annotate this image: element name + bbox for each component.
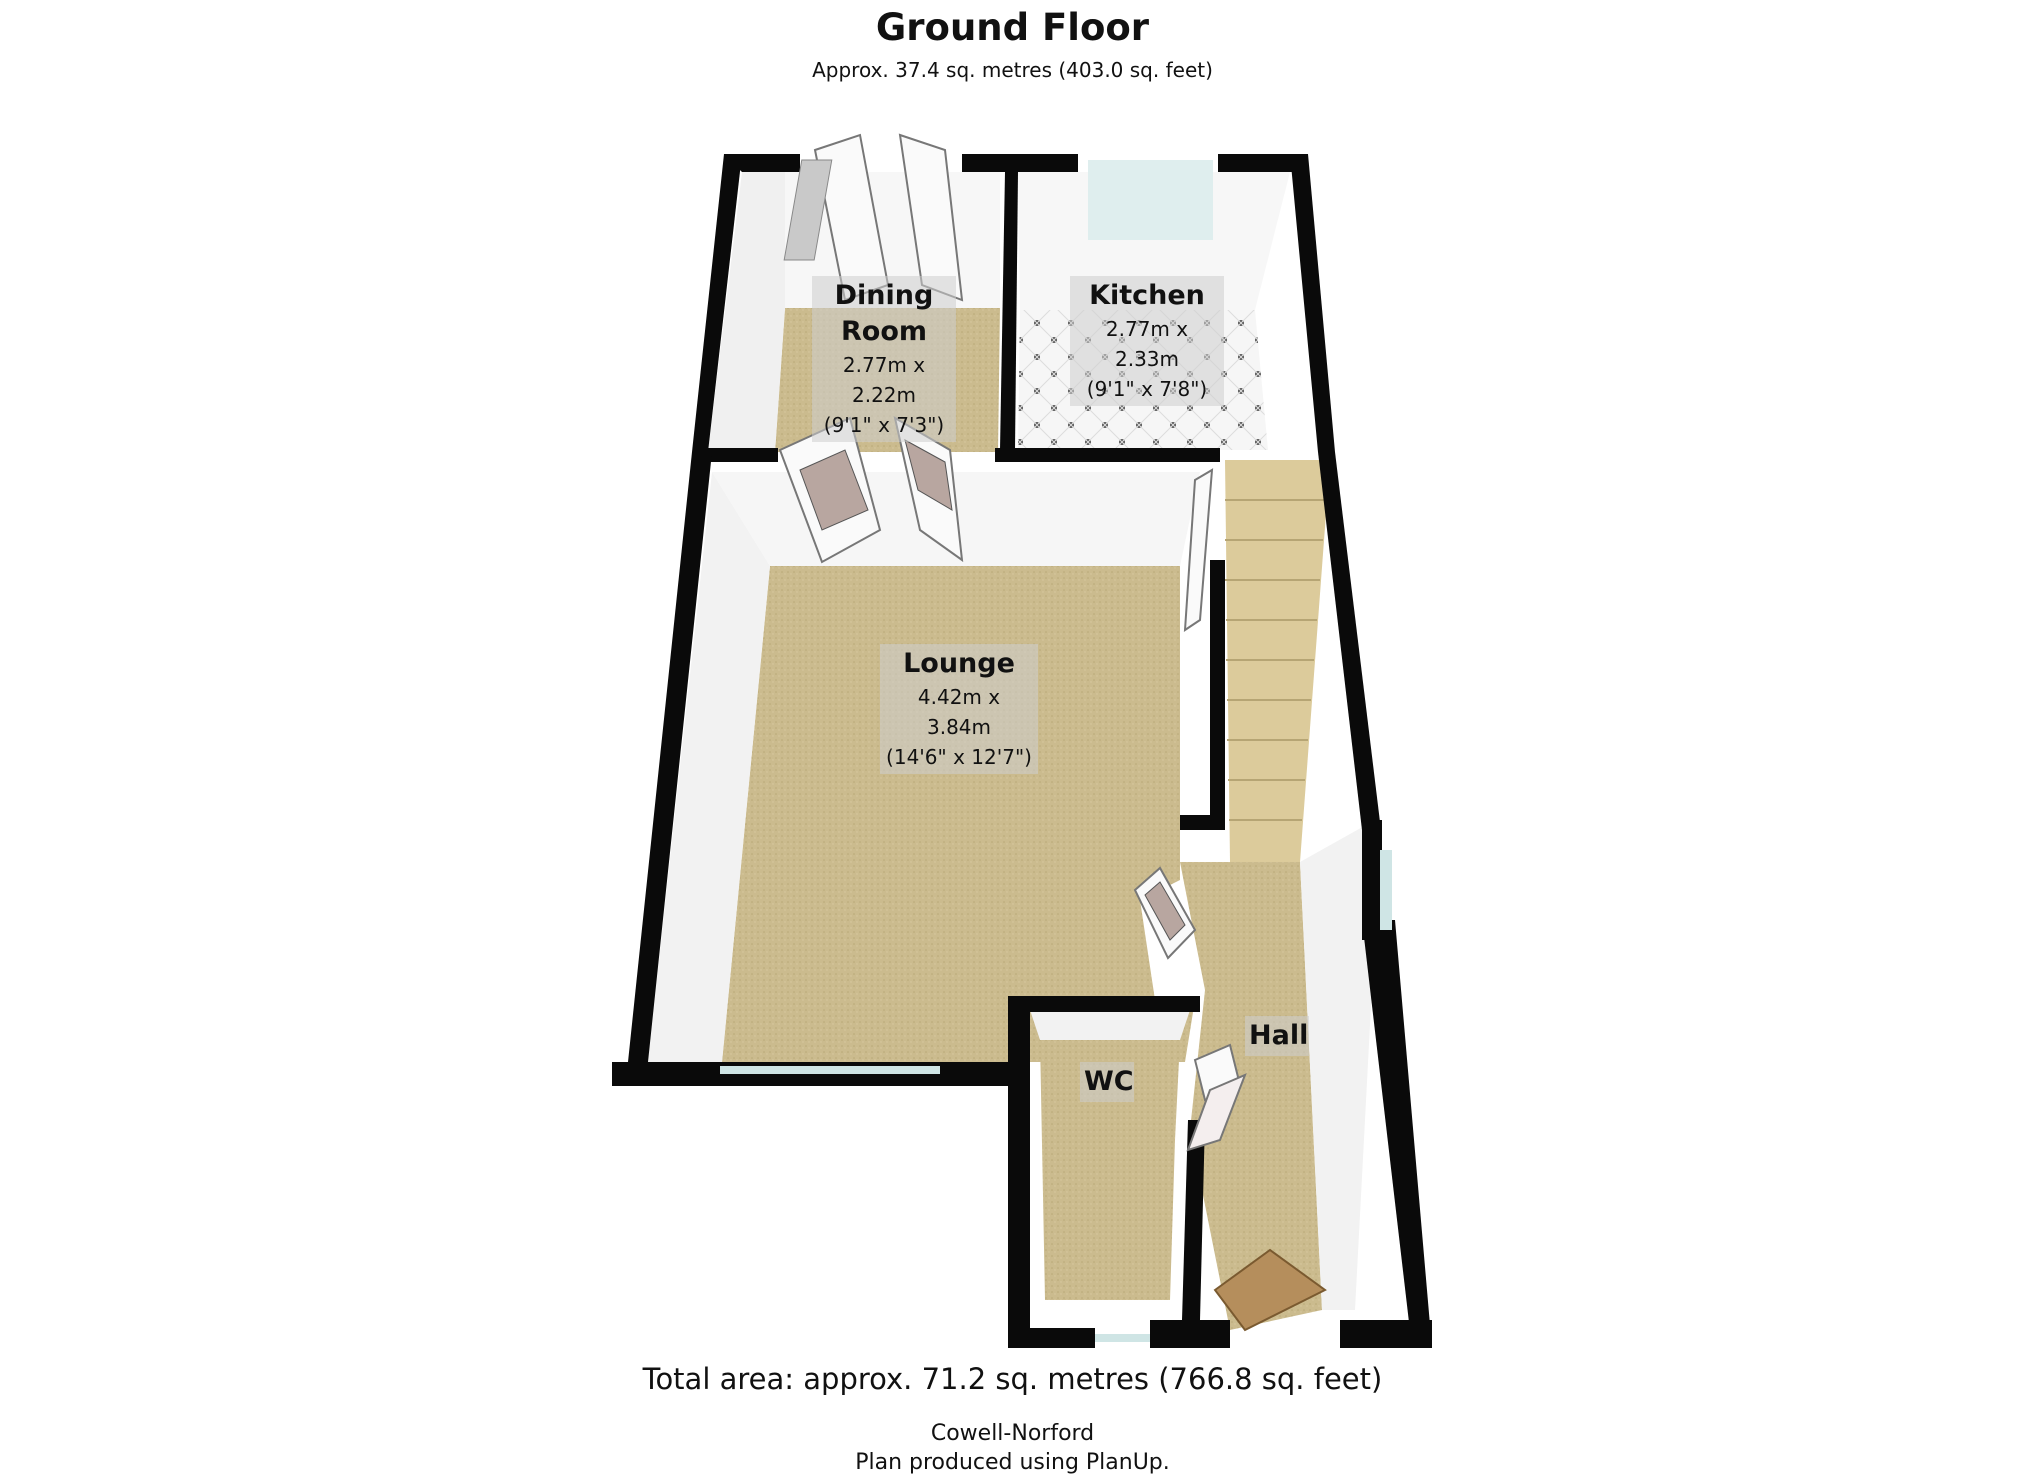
- walls: [612, 154, 1432, 1348]
- doormat: [1213, 1248, 1327, 1332]
- dining-room-label: Dining Room 2.77m x 2.22m (9'1" x 7'3"): [812, 276, 956, 442]
- lounge-dims-imperial: (14'6" x 12'7"): [886, 745, 1032, 769]
- dining-room-name-line1: Dining: [834, 280, 934, 311]
- kitchen-label: Kitchen 2.77m x 2.33m (9'1" x 7'8"): [1070, 276, 1224, 406]
- floor-title: Ground Floor: [875, 6, 1150, 49]
- french-doors-lounge: [778, 415, 964, 564]
- wc-wall-face: [1030, 1010, 1190, 1040]
- wc-label: WC: [1080, 1062, 1134, 1102]
- floor-area-subtitle: Approx. 37.4 sq. metres (403.0 sq. feet): [812, 58, 1213, 82]
- hall-right-wall-face: [1300, 820, 1375, 1310]
- kitchen-window: [1088, 160, 1213, 240]
- plan-credit: Plan produced using PlanUp.: [855, 1450, 1170, 1475]
- lounge-label: Lounge 4.42m x 3.84m (14'6" x 12'7"): [880, 644, 1038, 774]
- front-door: [1186, 1073, 1247, 1152]
- agent-name: Cowell-Norford: [930, 1421, 1095, 1446]
- dining-room-dims-imperial: (9'1" x 7'3"): [823, 413, 945, 437]
- dining-room-dims-metric: 2.77m x 2.22m: [842, 353, 926, 407]
- lounge-floor: [722, 566, 1195, 1062]
- kitchen-dims-metric: 2.77m x 2.33m: [1105, 317, 1189, 371]
- dining-room-wall-face: [708, 172, 785, 452]
- hall-window: [1380, 850, 1392, 930]
- kitchen-back-wall: [1018, 172, 1290, 310]
- french-doors-garden: [783, 133, 964, 302]
- kitchen-name: Kitchen: [1089, 280, 1205, 311]
- hall-floor: [1180, 862, 1322, 1330]
- wc-floor: [1040, 1040, 1180, 1300]
- lounge-window: [720, 1066, 940, 1074]
- lounge-name: Lounge: [903, 648, 1015, 679]
- under-stairs-door: [1183, 468, 1214, 632]
- total-area: Total area: approx. 71.2 sq. metres (766…: [642, 1362, 1383, 1396]
- lounge-dims-metric: 4.42m x 3.84m: [917, 685, 1001, 739]
- kitchen-dims-imperial: (9'1" x 7'8"): [1086, 377, 1208, 401]
- lounge-hall-door: [1133, 866, 1197, 960]
- wc-window: [1095, 1334, 1150, 1342]
- wc-name: WC: [1084, 1066, 1134, 1097]
- stair-treads: [1225, 499, 1326, 821]
- dining-room-name-line2: Room: [840, 316, 928, 347]
- hall-name: Hall: [1249, 1020, 1309, 1051]
- lounge-left-wall-face: [648, 472, 770, 1062]
- hall-label: Hall: [1245, 1016, 1309, 1056]
